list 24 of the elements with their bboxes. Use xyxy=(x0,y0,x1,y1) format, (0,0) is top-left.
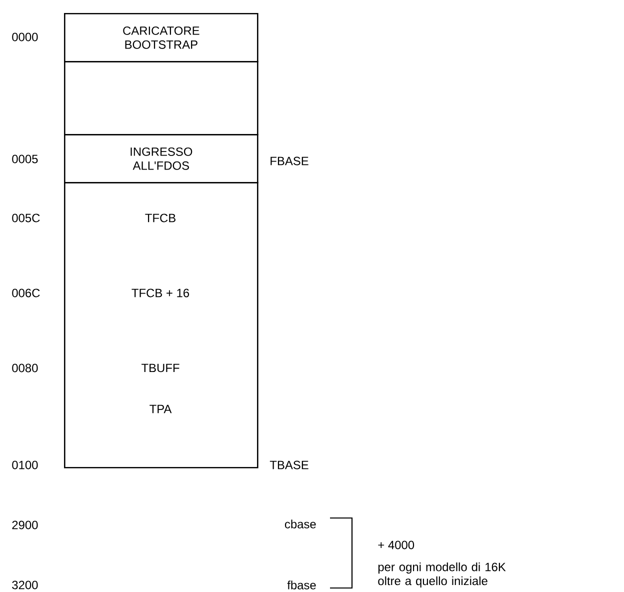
box-text: CARICATORE BOOTSTRAP xyxy=(123,26,200,49)
address-label: 0080 xyxy=(12,364,38,372)
address-label: 0005 xyxy=(12,154,38,164)
note-text: + 4000 xyxy=(378,540,414,550)
box-text: INGRESSO ALL'FDOS xyxy=(130,147,192,170)
region-label: TPA xyxy=(150,404,172,414)
region-label: TFCB + 16 xyxy=(132,288,190,298)
address-label: 2900 xyxy=(12,520,38,530)
symbol-label: TBASE xyxy=(270,460,308,470)
region-label: TBUFF xyxy=(142,364,180,372)
address-label: 0000 xyxy=(12,32,38,42)
memory-region xyxy=(64,134,258,184)
note-text: per ogni modello di 16K oltre a quello iniziale xyxy=(378,562,506,588)
symbol-label: FBASE xyxy=(270,156,308,166)
region-label: TFCB xyxy=(145,214,176,222)
memory-region xyxy=(64,61,258,136)
address-label: 0100 xyxy=(12,460,38,470)
memory-region xyxy=(64,13,258,62)
address-label: 3200 xyxy=(12,580,38,590)
symbol-label: cbase xyxy=(284,520,316,528)
memory-region xyxy=(64,182,258,468)
address-label: 006C xyxy=(12,288,40,298)
address-label: 005C xyxy=(12,214,40,222)
symbol-label: fbase xyxy=(287,580,316,590)
